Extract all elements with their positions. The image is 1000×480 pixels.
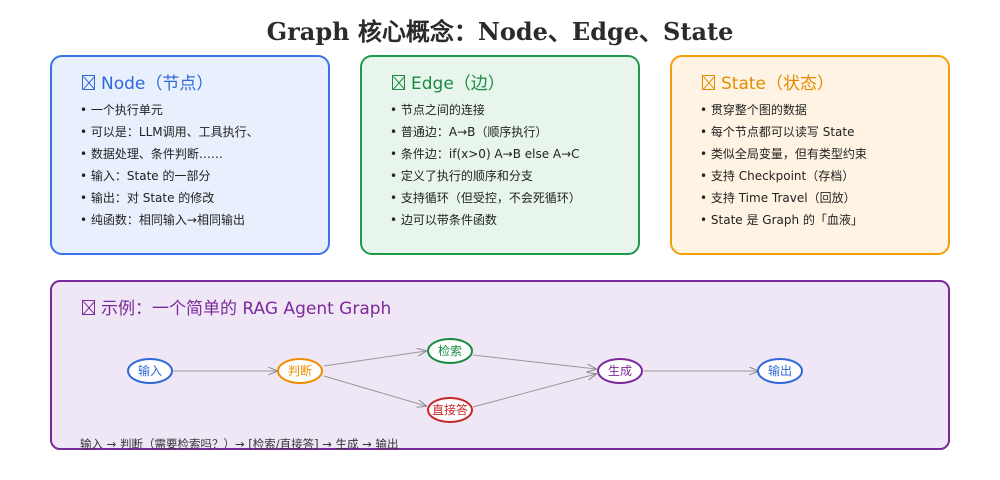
edge-card-title: Edge（边）	[411, 74, 505, 94]
flow-node-generate: 生成	[597, 358, 643, 384]
flow-node-label: 输入	[138, 363, 162, 378]
box-icon	[392, 75, 405, 90]
flow-node-decide: 判断	[277, 358, 323, 384]
example-title: 示例：一个简单的 RAG Agent Graph	[101, 299, 392, 319]
flow-edge	[323, 351, 426, 367]
edge-card: Edge（边） 节点之间的连接 普通边：A→B（顺序执行） 条件边：if(x>0…	[360, 55, 640, 255]
flow-node-label: 检索	[438, 343, 462, 358]
edge-card-list: 节点之间的连接 普通边：A→B（顺序执行） 条件边：if(x>0) A→B el…	[390, 99, 581, 231]
list-item: 类似全局变量，但有类型约束	[700, 143, 867, 165]
flow-edge	[472, 374, 596, 408]
example-heading: 示例：一个简单的 RAG Agent Graph	[82, 294, 391, 319]
flow-edge	[323, 375, 426, 406]
flow-edge	[472, 354, 596, 369]
state-card-title: State（状态）	[721, 74, 834, 94]
state-card-heading: State（状态）	[702, 69, 834, 94]
flow-node-label: 输出	[768, 363, 792, 378]
list-item: 贯穿整个图的数据	[700, 99, 867, 121]
node-card: Node（节点） 一个执行单元 可以是：LLM调用、工具执行、 数据处理、条件判…	[50, 55, 330, 255]
list-item: 数据处理、条件判断……	[80, 143, 259, 165]
list-item: 支持 Time Travel（回放）	[700, 187, 867, 209]
state-card: State（状态） 贯穿整个图的数据 每个节点都可以读写 State 类似全局变…	[670, 55, 950, 255]
list-item: 纯函数：相同输入→相同输出	[80, 209, 259, 231]
list-item: 支持循环（但受控，不会死循环）	[390, 187, 581, 209]
list-item: 普通边：A→B（顺序执行）	[390, 121, 581, 143]
list-item: 输出：对 State 的修改	[80, 187, 259, 209]
list-item: 条件边：if(x>0) A→B else A→C	[390, 143, 581, 165]
flow-node-label: 判断	[288, 363, 312, 378]
flow-node-direct-answer: 直接答	[427, 397, 473, 423]
list-item: 边可以带条件函数	[390, 209, 581, 231]
flow-node-label: 直接答	[432, 402, 468, 417]
flow-node-output: 输出	[757, 358, 803, 384]
flow-caption: 输入 → 判断（需要检索吗？）→ [检索/直接答] → 生成 → 输出	[80, 437, 399, 451]
flow-node-label: 生成	[608, 364, 632, 378]
box-icon	[702, 75, 715, 90]
list-item: 节点之间的连接	[390, 99, 581, 121]
state-card-list: 贯穿整个图的数据 每个节点都可以读写 State 类似全局变量，但有类型约束 支…	[700, 99, 867, 231]
edge-card-heading: Edge（边）	[392, 69, 505, 94]
list-item: 支持 Checkpoint（存档）	[700, 165, 867, 187]
box-icon	[82, 75, 95, 90]
node-card-title: Node（节点）	[101, 74, 214, 94]
node-card-heading: Node（节点）	[82, 69, 213, 94]
box-icon	[82, 300, 95, 315]
list-item: State 是 Graph 的「血液」	[700, 209, 867, 231]
list-item: 每个节点都可以读写 State	[700, 121, 867, 143]
page-title: Graph 核心概念：Node、Edge、State	[266, 17, 734, 46]
list-item: 定义了执行的顺序和分支	[390, 165, 581, 187]
flow-node-input: 输入	[127, 358, 173, 384]
flow-node-retrieve: 检索	[427, 338, 473, 364]
list-item: 输入：State 的一部分	[80, 165, 259, 187]
list-item: 可以是：LLM调用、工具执行、	[80, 121, 259, 143]
node-card-list: 一个执行单元 可以是：LLM调用、工具执行、 数据处理、条件判断…… 输入：St…	[80, 99, 259, 231]
list-item: 一个执行单元	[80, 99, 259, 121]
